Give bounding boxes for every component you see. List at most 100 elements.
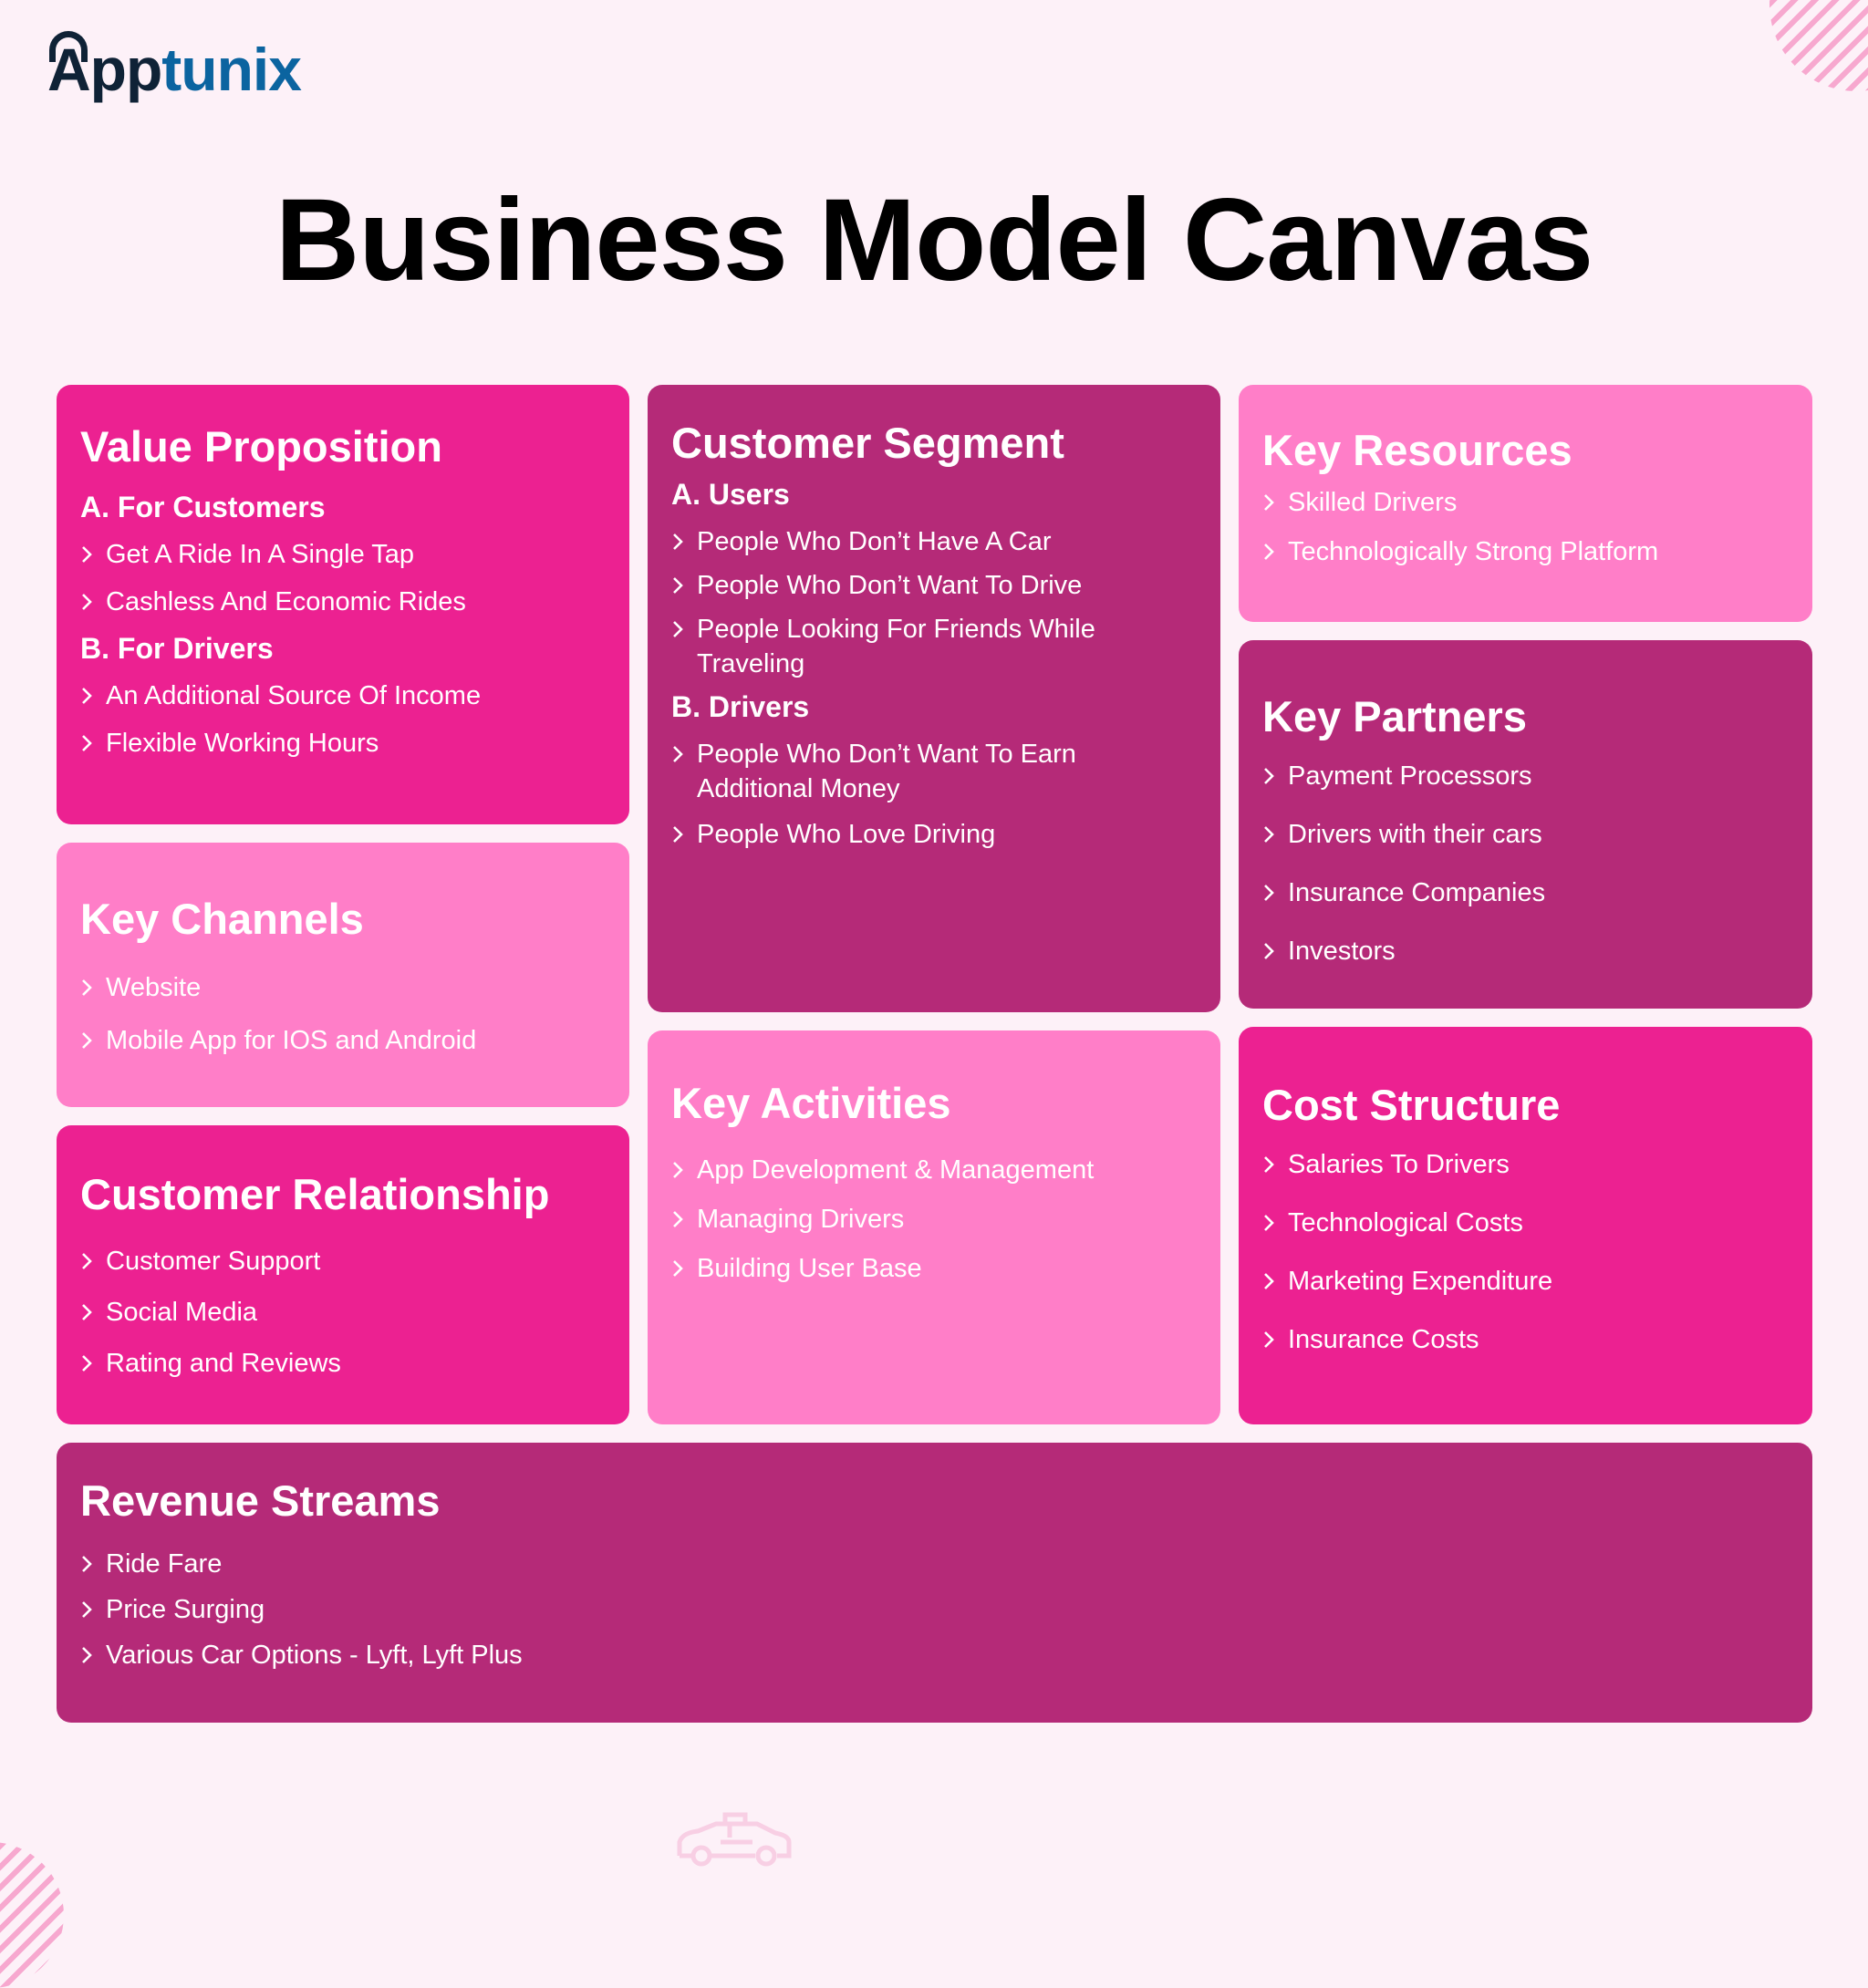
list-item: Payment Processors <box>1262 759 1789 793</box>
card-title: Key Activities <box>671 1079 951 1127</box>
list-item-label: Skilled Drivers <box>1288 488 1458 518</box>
chevron-right-icon <box>80 1547 106 1581</box>
chevron-right-icon <box>80 585 106 619</box>
chevron-right-icon <box>671 1153 697 1187</box>
list-item: Ride Fare <box>80 1547 1789 1581</box>
list-item: Cashless And Economic Rides <box>80 585 606 619</box>
chevron-right-icon <box>80 678 106 713</box>
list-item-label: Investors <box>1288 937 1396 967</box>
list-item: Salaries To Drivers <box>1262 1147 1789 1182</box>
list-item: Customer Support <box>80 1244 606 1279</box>
card-title: Customer Relationship <box>80 1170 550 1218</box>
chevron-right-icon <box>80 1346 106 1381</box>
list-item: Skilled Drivers <box>1262 485 1789 520</box>
list-item-label: Drivers with their cars <box>1288 820 1542 850</box>
list-item: An Additional Source Of Income <box>80 678 606 713</box>
list-item-label: Flexible Working Hours <box>106 729 379 759</box>
chevron-right-icon <box>80 537 106 572</box>
list-item: Managing Drivers <box>671 1202 1197 1237</box>
subheading: A. For Customers <box>80 491 326 524</box>
list-item-label: App Development & Management <box>697 1155 1095 1186</box>
chevron-right-icon <box>80 1592 106 1627</box>
card-title: Value Proposition <box>80 422 442 471</box>
chevron-right-icon <box>1262 817 1288 852</box>
chevron-right-icon <box>671 817 697 852</box>
card-title: Revenue Streams <box>80 1476 441 1525</box>
list-item-label: Cashless And Economic Rides <box>106 587 466 617</box>
chevron-right-icon <box>1262 1264 1288 1299</box>
list-item-label: Building User Base <box>697 1254 922 1284</box>
list-item-label: Get A Ride In A Single Tap <box>106 540 415 570</box>
list-item-label: Price Surging <box>106 1595 265 1625</box>
list-item-label: Marketing Expenditure <box>1288 1267 1553 1297</box>
list-item-label: Ride Fare <box>106 1549 223 1579</box>
list-item: Price Surging <box>80 1592 1789 1627</box>
list-item: Social Media <box>80 1295 606 1330</box>
subheading: A. Users <box>671 478 790 512</box>
subheading: B. Drivers <box>671 690 810 724</box>
list-item-label: Social Media <box>106 1298 258 1328</box>
chevron-right-icon <box>1262 1147 1288 1182</box>
list-item-label: Insurance Companies <box>1288 878 1546 908</box>
list-item: Insurance Costs <box>1262 1322 1789 1357</box>
list-item-label: Rating and Reviews <box>106 1349 341 1379</box>
list-item: People Looking For Friends While Traveli… <box>671 612 1197 681</box>
list-item: Flexible Working Hours <box>80 726 606 761</box>
card-title: Key Channels <box>80 895 364 943</box>
list-item-label: Various Car Options - Lyft, Lyft Plus <box>106 1641 523 1671</box>
page-title: Business Model Canvas <box>275 175 1593 305</box>
list-item: Website <box>80 970 606 1005</box>
list-item: People Who Don’t Want To Drive <box>671 568 1197 603</box>
list-item: Drivers with their cars <box>1262 817 1789 852</box>
list-item: Marketing Expenditure <box>1262 1264 1789 1299</box>
list-item-label: People Who Love Driving <box>697 820 996 850</box>
chevron-right-icon <box>671 1251 697 1286</box>
list-item-label: Customer Support <box>106 1247 321 1277</box>
list-item: Insurance Companies <box>1262 875 1789 910</box>
chevron-right-icon <box>80 726 106 761</box>
list-item-label: People Looking For Friends While Traveli… <box>697 615 1095 679</box>
decor-stripes-top-right <box>1769 0 1868 91</box>
chevron-right-icon <box>671 568 697 603</box>
chevron-right-icon <box>80 970 106 1005</box>
taxi-car-icon <box>677 1812 792 1867</box>
chevron-right-icon <box>1262 1322 1288 1357</box>
chevron-right-icon <box>80 1244 106 1279</box>
chevron-right-icon <box>80 1295 106 1330</box>
chevron-right-icon <box>1262 934 1288 968</box>
list-item: Technological Costs <box>1262 1206 1789 1240</box>
chevron-right-icon <box>1262 875 1288 910</box>
card-title: Key Resources <box>1262 426 1572 474</box>
list-item: Rating and Reviews <box>80 1346 606 1381</box>
list-item-label: Mobile App for IOS and Android <box>106 1026 477 1056</box>
list-item-label: An Additional Source Of Income <box>106 681 482 711</box>
list-item-label: People Who Don’t Want To Drive <box>697 571 1083 601</box>
list-item: People Who Love Driving <box>671 817 1197 852</box>
chevron-right-icon <box>671 524 697 559</box>
list-item: Building User Base <box>671 1251 1197 1286</box>
chevron-right-icon <box>1262 485 1288 520</box>
list-item: Various Car Options - Lyft, Lyft Plus <box>80 1638 1789 1672</box>
list-item: People Who Don’t Have A Car <box>671 524 1197 559</box>
list-item: Technologically Strong Platform <box>1262 534 1789 569</box>
subheading: B. For Drivers <box>80 632 274 666</box>
list-item: Get A Ride In A Single Tap <box>80 537 606 572</box>
list-item-label: Insurance Costs <box>1288 1325 1479 1355</box>
list-item-label: Salaries To Drivers <box>1288 1150 1510 1180</box>
item-list: People Who Don’t Want To Earn Additional… <box>671 737 1197 852</box>
list-item-label: Website <box>106 973 202 1003</box>
